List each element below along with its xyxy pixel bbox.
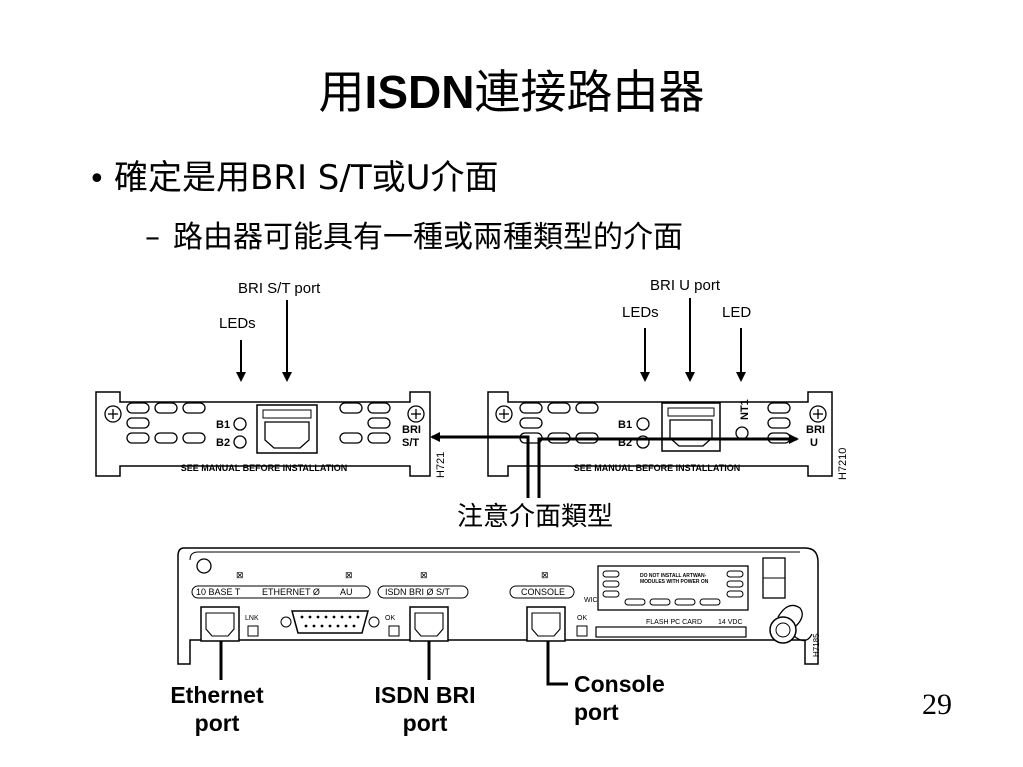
wic-warning-line1: DO NOT INSTALL ARTWAN- xyxy=(640,573,707,579)
callout-isdn-line2: port xyxy=(403,710,448,736)
slide-title: 用ISDN連接路由器 xyxy=(0,56,1023,122)
bullet-main: •確定是用BRI S/T或U介面 xyxy=(88,150,498,199)
led-icon xyxy=(247,625,259,637)
ground-symbol-icon: ⊠ xyxy=(345,570,353,580)
left-st-label: S/T xyxy=(402,437,419,449)
callout-right-leds: LEDs xyxy=(622,304,659,321)
led-icon xyxy=(735,426,749,440)
vent-slots-icon xyxy=(602,570,744,606)
screw-icon xyxy=(104,405,122,423)
power-connector-icon xyxy=(769,604,813,644)
vdc-label: 14 VDC xyxy=(718,619,743,626)
rj45-port-icon xyxy=(256,404,318,454)
led-icon xyxy=(233,417,247,431)
router-code: H7185 xyxy=(812,633,821,657)
bullet-sub: –路由器可能具有一種或兩種類型的介面 xyxy=(145,212,683,256)
note-interface-type: 注意介面類型 xyxy=(457,502,613,532)
ethernet-label-bracket xyxy=(191,585,371,599)
nt1-label: NT1 xyxy=(739,399,751,420)
vent-slots-icon xyxy=(126,402,391,444)
screw-icon xyxy=(495,405,513,423)
title-suffix: 連接路由器 xyxy=(474,65,705,119)
arrow-to-st-interface xyxy=(430,432,530,498)
left-bri-label: BRI xyxy=(402,424,421,436)
right-led-b1-label: B1 xyxy=(618,419,632,431)
router-rear-panel: ⊠ ⊠ ⊠ ⊠ 10 BASE T ETHERNET Ø AU ISDN BRI… xyxy=(177,547,821,665)
bullet-sub-text: 路由器可能具有一種或兩種類型的介面 xyxy=(173,220,683,255)
title-prefix: 用 xyxy=(318,65,365,119)
page-number: 29 xyxy=(922,688,952,721)
bri-st-module: BRI S/T port LEDs B1 xyxy=(95,280,447,478)
bullet-dash-icon: – xyxy=(145,220,160,255)
callout-right-led: LED xyxy=(722,304,751,321)
led-icon xyxy=(636,417,650,431)
led-icon xyxy=(233,435,247,449)
isdn-label-bracket xyxy=(377,585,469,599)
callout-ethernet-line2: port xyxy=(195,710,240,736)
ethernet-rj45-port xyxy=(200,606,240,642)
ground-symbol-icon: ⊠ xyxy=(420,570,428,580)
left-module-code: H721 xyxy=(435,452,447,478)
rj45-port-icon xyxy=(661,402,721,452)
screw-icon xyxy=(809,405,827,423)
right-u-label: U xyxy=(810,437,818,449)
left-warning-text: SEE MANUAL BEFORE INSTALLATION xyxy=(181,463,348,473)
callout-console-line1: Console xyxy=(574,671,665,697)
left-led-b2-label: B2 xyxy=(216,437,230,449)
arrow-to-u-interface xyxy=(537,434,799,498)
isdn-ok-label: OK xyxy=(385,615,395,622)
callout-bri-st-port: BRI S/T port xyxy=(238,280,321,297)
isdn-rj45-port xyxy=(409,606,449,642)
led-icon xyxy=(388,625,400,637)
flash-pc-card-label: FLASH PC CARD xyxy=(646,619,702,626)
wic-label: WIC xyxy=(584,597,598,604)
ground-symbol-icon: ⊠ xyxy=(236,570,244,580)
title-bold: ISDN xyxy=(364,66,475,118)
wic-slot xyxy=(597,565,749,611)
right-module-faceplate xyxy=(487,391,833,477)
callout-isdn-line1: ISDN BRI xyxy=(375,682,476,708)
au-label: AU xyxy=(340,587,353,597)
bullet-main-text: 確定是用BRI S/T或U介面 xyxy=(114,158,499,198)
aui-port xyxy=(280,610,380,634)
console-rj45-port xyxy=(526,606,566,642)
right-module-code: H7210 xyxy=(837,448,849,480)
callout-left-leds: LEDs xyxy=(219,315,256,332)
right-warning-text: SEE MANUAL BEFORE INSTALLATION xyxy=(574,463,741,473)
callout-bri-u-port: BRI U port xyxy=(650,277,721,294)
console-label-bracket xyxy=(509,585,575,599)
lnk-label: LNK xyxy=(245,615,259,622)
left-led-b1-label: B1 xyxy=(216,419,230,431)
interface-type-arrows xyxy=(430,432,799,498)
screw-icon xyxy=(407,405,425,423)
ground-screw-icon xyxy=(196,558,212,574)
isdn-bri-st-label: ISDN BRI Ø S/T xyxy=(385,587,451,597)
eth-10baset-label: 10 BASE T xyxy=(196,587,241,597)
led-icon xyxy=(576,625,588,637)
callout-console-line2: port xyxy=(574,699,619,725)
flash-card-slot xyxy=(595,626,747,638)
bri-u-module: BRI U port LEDs LED B1 xyxy=(487,277,849,480)
console-ok-label: OK xyxy=(577,615,587,622)
ethernet0-label: ETHERNET Ø xyxy=(262,587,320,597)
wic-warning-line2: MODULES WITH POWER ON xyxy=(640,579,709,585)
callout-ethernet-line1: Ethernet xyxy=(170,682,264,708)
port-callouts: Ethernet port ISDN BRI port Console port xyxy=(170,641,665,736)
ground-symbol-icon: ⊠ xyxy=(541,570,549,580)
console-label: CONSOLE xyxy=(521,587,565,597)
right-bri-label: BRI xyxy=(806,424,825,436)
bullet-dot-icon: • xyxy=(88,162,106,197)
